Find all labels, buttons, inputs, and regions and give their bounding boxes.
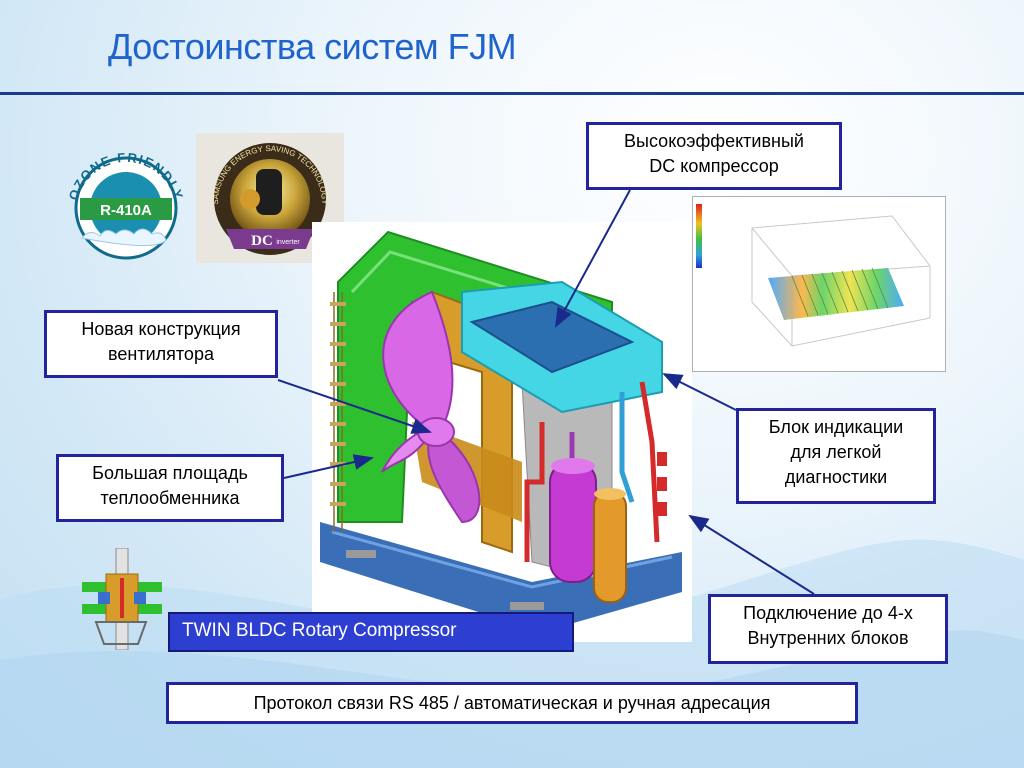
dc-inverter-badge-logo: SAMSUNG ENERGY SAVING TECHNOLOGY DC inve…	[196, 133, 344, 263]
compressor-cross-section	[82, 548, 162, 650]
callout-heat-exchanger: Большая площадь теплообменника	[56, 454, 284, 522]
callout-fan-design: Новая конструкция вентилятора	[44, 310, 278, 378]
callout-diagnostics: Блок индикации для легкой диагностики	[736, 408, 936, 504]
callout-dc-compressor: Высокоэффективный DC компрессор	[586, 122, 842, 190]
svg-text:DC: DC	[251, 233, 273, 249]
thermal-simulation-plot	[696, 204, 931, 347]
twin-bldc-compressor-label: TWIN BLDC Rotary Compressor	[168, 612, 574, 652]
title-divider	[0, 92, 1024, 95]
svg-text:R-410A: R-410A	[100, 202, 152, 219]
twin-compressors	[549, 458, 627, 603]
footer-protocol-box: Протокол связи RS 485 / автоматическая и…	[166, 682, 858, 724]
page-title: Достоинства систем FJM	[108, 26, 517, 67]
ozone-friendly-logo: OZONE FRIENDLY R-410A	[66, 150, 185, 260]
svg-text:inverter: inverter	[276, 239, 300, 246]
outdoor-unit-illustration	[320, 230, 682, 632]
callout-indoor-connection: Подключение до 4-х Внутренних блоков	[708, 594, 948, 664]
